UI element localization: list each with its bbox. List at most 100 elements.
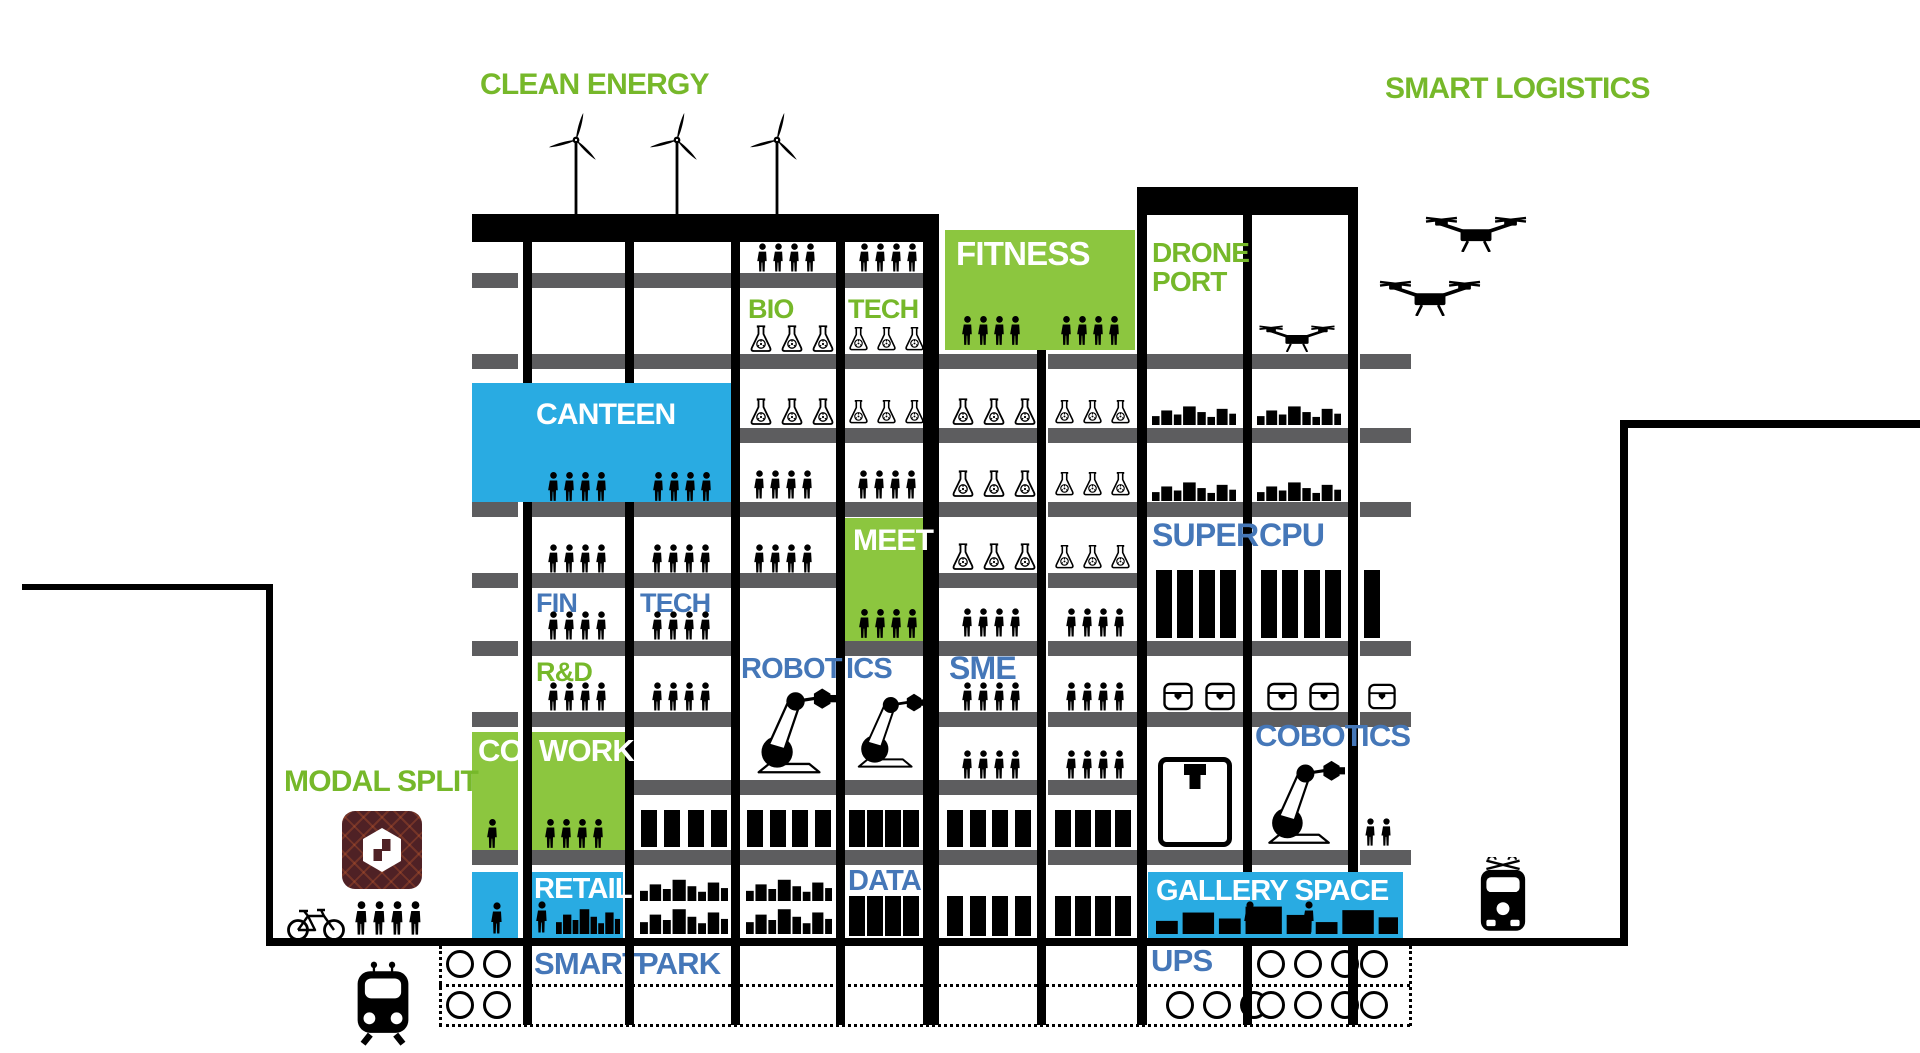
lab-flask-icon: [1012, 543, 1038, 571]
drone-icon: [1424, 212, 1528, 252]
floor-slab: [1048, 641, 1137, 656]
drone-icon: [1256, 322, 1338, 352]
parking-tubes-row: [1257, 950, 1359, 978]
server-rack-icon: [849, 896, 919, 936]
person-icon: [699, 611, 712, 640]
floor-slab: [1147, 641, 1243, 656]
building-column: [923, 242, 939, 942]
server-rack-icon: [747, 810, 831, 847]
server-rack-icon: [641, 810, 727, 847]
street-level-right-wall: [1620, 420, 1628, 946]
street-level-right-line: [1620, 420, 1920, 428]
wind-turbine-icon: [732, 110, 822, 218]
person-icon: [858, 243, 871, 272]
people-group: [753, 470, 814, 499]
people-group: [1065, 608, 1126, 637]
person-icon: [1097, 750, 1110, 779]
people-group: [756, 243, 817, 272]
lab-flask-icon: [903, 325, 926, 353]
lab-flask-icon: [875, 398, 898, 426]
street-level-left-line: [22, 584, 272, 590]
city-skyline-icon: [1152, 480, 1236, 501]
super-label: SUPER: [1152, 517, 1259, 553]
parking-tubes-row: [1166, 991, 1268, 1019]
basement-column: [1037, 946, 1046, 1025]
parking-tube-icon: [1257, 950, 1285, 978]
printer-box-icon: [1309, 682, 1339, 711]
fitness-label: FITNESS: [956, 235, 1091, 272]
person-icon: [961, 750, 974, 779]
people-group: [1060, 314, 1121, 347]
parking-tubes-row: [1360, 950, 1388, 978]
lab-flask-icon: [1081, 398, 1104, 426]
parking-tube-icon: [1166, 991, 1194, 1019]
people-group: [547, 611, 608, 640]
people-group: [547, 544, 608, 573]
floor-slab: [939, 502, 1037, 517]
person-icon: [579, 544, 592, 573]
person-icon: [977, 750, 990, 779]
person-icon: [874, 243, 887, 272]
floor-slab: [1360, 354, 1411, 369]
floor-slab: [845, 641, 923, 656]
person-icon: [993, 682, 1006, 711]
floor-slab: [1048, 850, 1137, 865]
person-icon: [906, 243, 919, 272]
people-group: [858, 243, 919, 272]
parking-tube-icon: [1257, 991, 1285, 1019]
work-label: WORK: [539, 733, 635, 768]
basement-column: [731, 946, 740, 1025]
person-icon: [563, 544, 576, 573]
building-column: [523, 242, 532, 942]
lab-flask-icon: [810, 325, 836, 353]
floor-slab: [1048, 573, 1137, 588]
building-column: [1137, 215, 1147, 942]
floor-slab: [1147, 502, 1243, 517]
floor-slab: [634, 780, 731, 795]
city-skyline-icon: [640, 906, 728, 934]
drone-port-label: DRONE PORT: [1152, 237, 1250, 298]
person-icon: [961, 682, 974, 711]
person-icon: [977, 608, 990, 637]
person-icon: [595, 471, 608, 502]
floor-slab: [472, 712, 518, 727]
person-icon: [1113, 608, 1126, 637]
person-icon: [1081, 750, 1094, 779]
parking-tube-icon: [483, 950, 511, 978]
server-rack-icon: [1055, 810, 1131, 847]
lab-flask-icon: [810, 398, 836, 426]
floor-slab: [1360, 502, 1411, 517]
person-icon: [547, 471, 560, 502]
person-icon: [993, 750, 1006, 779]
smart-park-label-park: PARK: [638, 946, 721, 981]
ground-line: [266, 938, 1628, 946]
floor-slab: [634, 850, 731, 865]
lab-flask-icon: [1053, 398, 1076, 426]
co-label: CO: [478, 733, 524, 768]
person-icon: [993, 608, 1006, 637]
building-column: [1348, 215, 1358, 942]
server-rack-icon: [1364, 570, 1380, 638]
lab-flask-icon: [903, 398, 926, 426]
parking-tube-icon: [1294, 991, 1322, 1019]
lab-flask-icon: [950, 470, 976, 498]
person-icon: [563, 682, 576, 711]
lab-flask-icon: [1081, 470, 1104, 498]
ics-robot-label: ICS: [846, 653, 893, 685]
person-icon: [874, 608, 887, 639]
person-icon: [858, 608, 871, 639]
3d-printer-icon: [1158, 757, 1232, 847]
person-icon: [1009, 682, 1022, 711]
person-icon: [1081, 682, 1094, 711]
people-group: [354, 898, 423, 938]
robot-label: ROBOT: [741, 653, 843, 685]
person-icon: [544, 818, 557, 849]
person-icon: [1060, 314, 1073, 347]
lab-flask-icon: [1109, 398, 1132, 426]
lab-flask-icon: [1053, 470, 1076, 498]
floor-slab: [1360, 850, 1411, 865]
person-icon: [1009, 750, 1022, 779]
floor-slab: [1147, 354, 1243, 369]
floor-slab: [740, 502, 836, 517]
person-icon: [579, 471, 592, 502]
